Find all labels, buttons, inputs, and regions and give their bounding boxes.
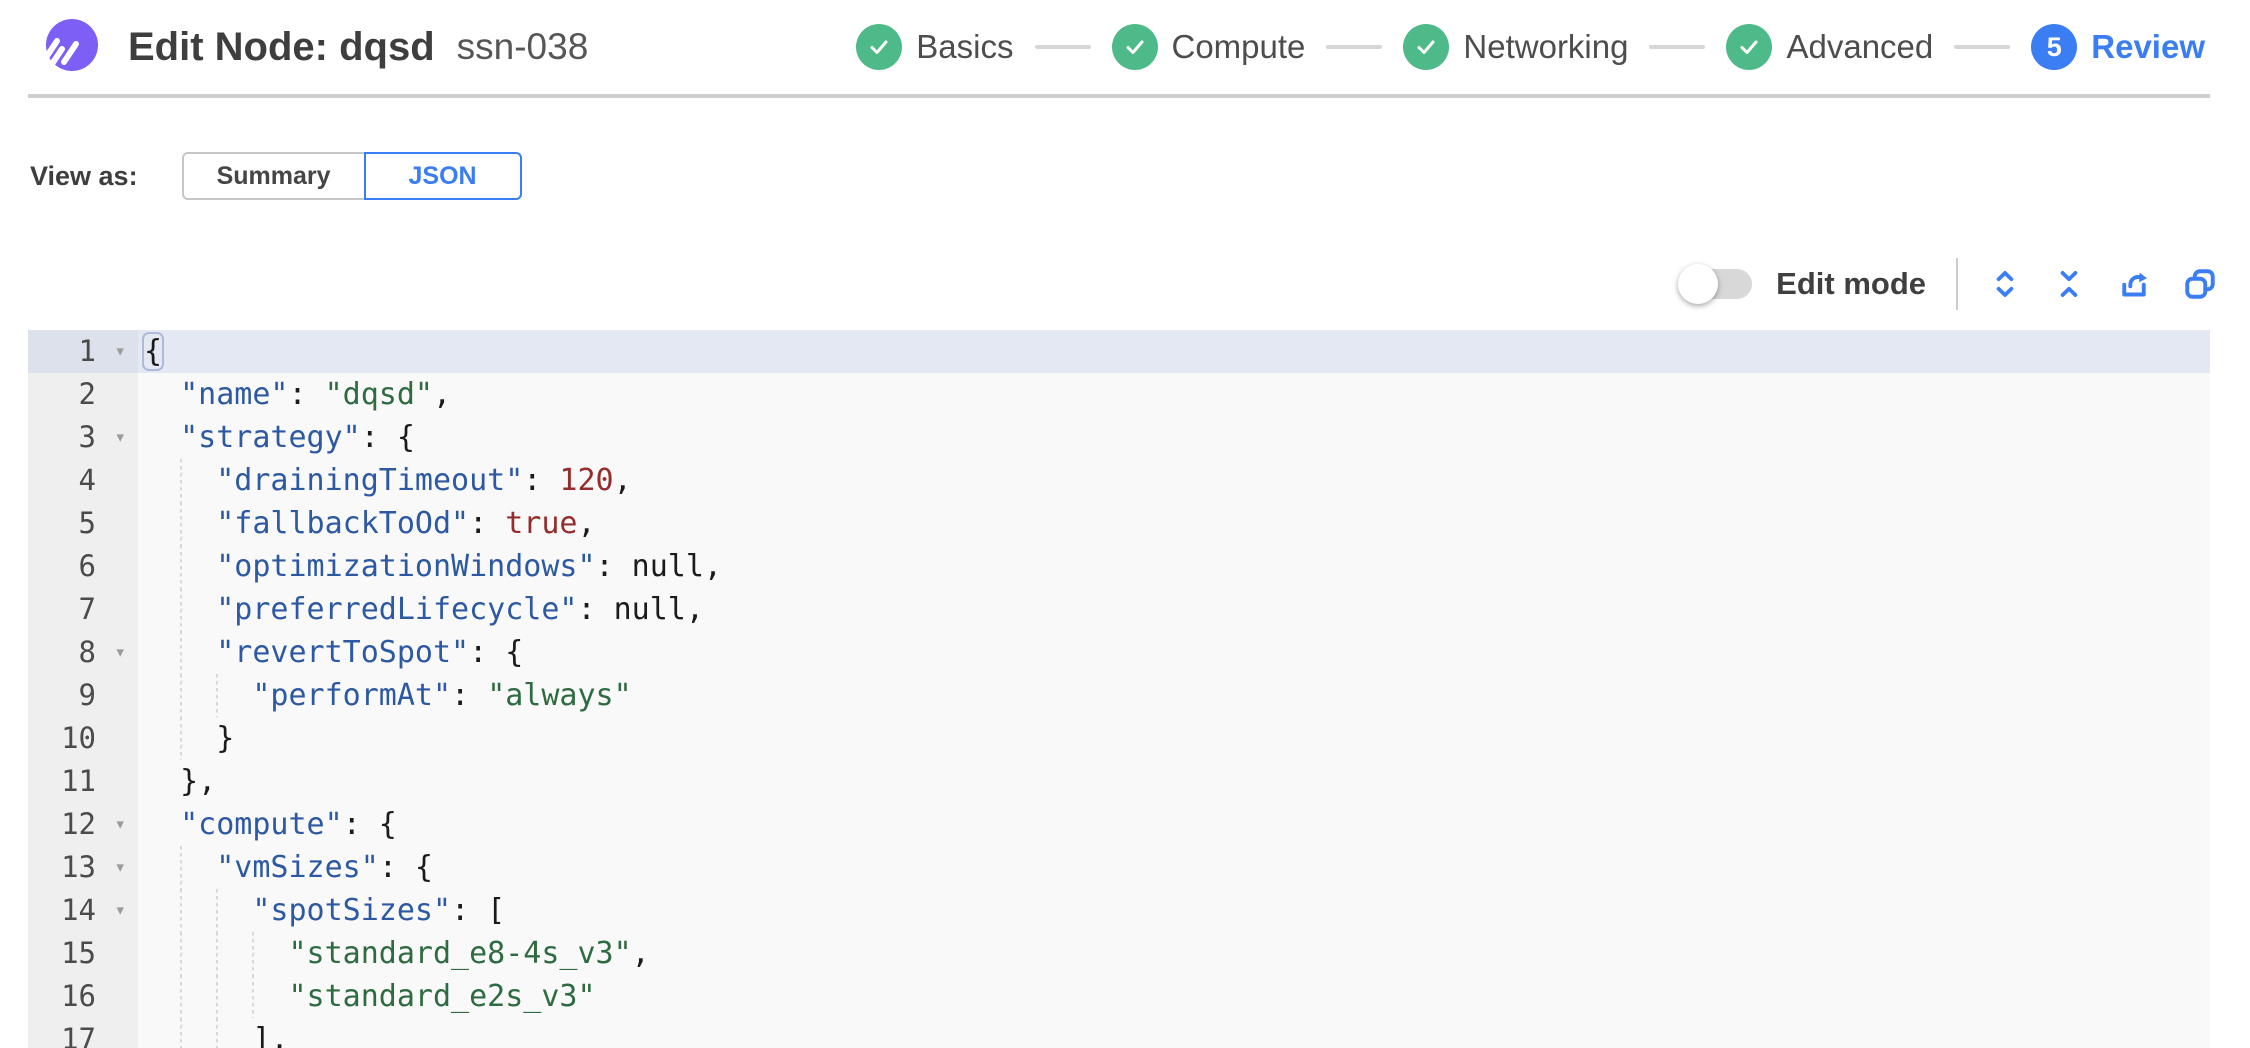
toolbar-divider (1956, 258, 1958, 310)
code-line-text[interactable]: }, (138, 760, 2210, 803)
line-number: 8▾ (28, 631, 138, 674)
fold-arrow-icon[interactable]: ▾ (114, 813, 126, 835)
fold-arrow-icon[interactable]: ▾ (114, 426, 126, 448)
step-connector (1326, 45, 1383, 49)
view-as-toggle-group: Summary JSON (181, 152, 522, 200)
line-number: 4 (28, 459, 138, 502)
code-line-text[interactable]: "optimizationWindows": null, (138, 545, 2210, 588)
wizard-stepper: Basics Compute Networking Advanced 5 Review (856, 24, 2205, 70)
editor-line: 12▾ "compute": { (28, 803, 2210, 846)
copy-icon[interactable] (2182, 266, 2218, 302)
editor-line: 6 "optimizationWindows": null, (28, 545, 2210, 588)
json-tab-button[interactable]: JSON (363, 152, 522, 200)
export-icon[interactable] (2116, 266, 2152, 302)
step-complete-check-icon (856, 24, 903, 70)
line-number: 16 (28, 975, 138, 1018)
code-line-text[interactable]: "vmSizes": { (138, 846, 2210, 889)
line-number: 9 (28, 674, 138, 717)
line-number: 14▾ (28, 889, 138, 932)
step-complete-check-icon (1726, 24, 1773, 70)
line-number: 2 (28, 373, 138, 416)
editor-line: 1▾{ (28, 330, 2210, 373)
code-line-text[interactable]: } (138, 717, 2210, 760)
summary-tab-button[interactable]: Summary (181, 152, 366, 200)
line-number: 1▾ (28, 330, 138, 373)
json-editor[interactable]: 1▾{2 "name": "dqsd",3▾ "strategy": {4 "d… (28, 330, 2210, 1048)
code-line-text[interactable]: "revertToSpot": { (138, 631, 2210, 674)
code-line-text[interactable]: "standard_e8-4s_v3", (138, 932, 2210, 975)
edit-mode-toggle-knob[interactable] (1678, 264, 1719, 304)
step-review[interactable]: 5 Review (2031, 24, 2205, 70)
line-number: 10 (28, 717, 138, 760)
step-complete-check-icon (1403, 24, 1450, 70)
code-line-text[interactable]: "name": "dqsd", (138, 373, 2210, 416)
code-line-text[interactable]: "performAt": "always" (138, 674, 2210, 717)
editor-line: 15 "standard_e8-4s_v3", (28, 932, 2210, 975)
view-as-row: View as: Summary JSON (30, 152, 2250, 200)
editor-line: 4 "drainingTimeout": 120, (28, 459, 2210, 502)
editor-line: 14▾ "spotSizes": [ (28, 889, 2210, 932)
line-number: 15 (28, 932, 138, 975)
editor-line: 13▾ "vmSizes": { (28, 846, 2210, 889)
edit-mode-toggle[interactable] (1678, 264, 1753, 304)
fold-arrow-icon[interactable]: ▾ (114, 340, 126, 362)
code-line-text[interactable]: "strategy": { (138, 416, 2210, 459)
code-line-text[interactable]: { (138, 330, 2210, 373)
code-line-text[interactable]: "standard_e2s_v3" (138, 975, 2210, 1018)
code-line-text[interactable]: "compute": { (138, 803, 2210, 846)
line-number: 5 (28, 502, 138, 545)
step-label: Advanced (1786, 28, 1934, 65)
line-number: 17 (28, 1018, 138, 1048)
page-title: Edit Node: dqsd (128, 24, 435, 69)
step-connector (1649, 45, 1706, 49)
code-line-text[interactable]: "preferredLifecycle": null, (138, 588, 2210, 631)
header-divider (28, 94, 2210, 98)
step-label: Review (2091, 28, 2205, 65)
editor-line: 10 } (28, 717, 2210, 760)
line-number: 3▾ (28, 416, 138, 459)
step-complete-check-icon (1111, 24, 1158, 70)
step-networking[interactable]: Networking (1403, 24, 1628, 70)
editor-line: 5 "fallbackToOd": true, (28, 502, 2210, 545)
code-line-text[interactable]: "fallbackToOd": true, (138, 502, 2210, 545)
fold-arrow-icon[interactable]: ▾ (114, 641, 126, 663)
step-label: Basics (916, 28, 1014, 65)
step-connector (1954, 45, 2011, 49)
editor-line: 9 "performAt": "always" (28, 674, 2210, 717)
line-number: 6 (28, 545, 138, 588)
editor-line: 17 ], (28, 1018, 2210, 1048)
editor-line: 7 "preferredLifecycle": null, (28, 588, 2210, 631)
line-number: 12▾ (28, 803, 138, 846)
step-connector (1034, 45, 1091, 49)
editor-line: 11 }, (28, 760, 2210, 803)
line-number: 11 (28, 760, 138, 803)
editor-line: 8▾ "revertToSpot": { (28, 631, 2210, 674)
code-line-text[interactable]: "spotSizes": [ (138, 889, 2210, 932)
editor-line: 2 "name": "dqsd", (28, 373, 2210, 416)
step-basics[interactable]: Basics (856, 24, 1014, 70)
code-line-text[interactable]: "drainingTimeout": 120, (138, 459, 2210, 502)
step-advanced[interactable]: Advanced (1726, 24, 1933, 70)
line-number: 7 (28, 588, 138, 631)
step-label: Compute (1171, 28, 1306, 65)
view-as-label: View as: (30, 160, 138, 191)
wizard-header: Edit Node: dqsd ssn-038 Basics Compute Net… (0, 0, 2250, 94)
spot-logo-icon (42, 19, 98, 75)
step-number-badge: 5 (2031, 24, 2078, 70)
node-id-subtitle: ssn-038 (456, 26, 589, 67)
step-label: Networking (1463, 28, 1629, 65)
editor-line: 3▾ "strategy": { (28, 416, 2210, 459)
editor-line: 16 "standard_e2s_v3" (28, 975, 2210, 1018)
edit-mode-label: Edit mode (1776, 266, 1926, 301)
fold-arrow-icon[interactable]: ▾ (114, 856, 126, 878)
code-line-text[interactable]: ], (138, 1018, 2210, 1048)
step-compute[interactable]: Compute (1111, 24, 1306, 70)
expand-all-icon[interactable] (1988, 267, 2022, 301)
line-number: 13▾ (28, 846, 138, 889)
fold-arrow-icon[interactable]: ▾ (114, 899, 126, 921)
editor-toolbar: Edit mode (0, 256, 2218, 312)
collapse-all-icon[interactable] (2052, 267, 2086, 301)
